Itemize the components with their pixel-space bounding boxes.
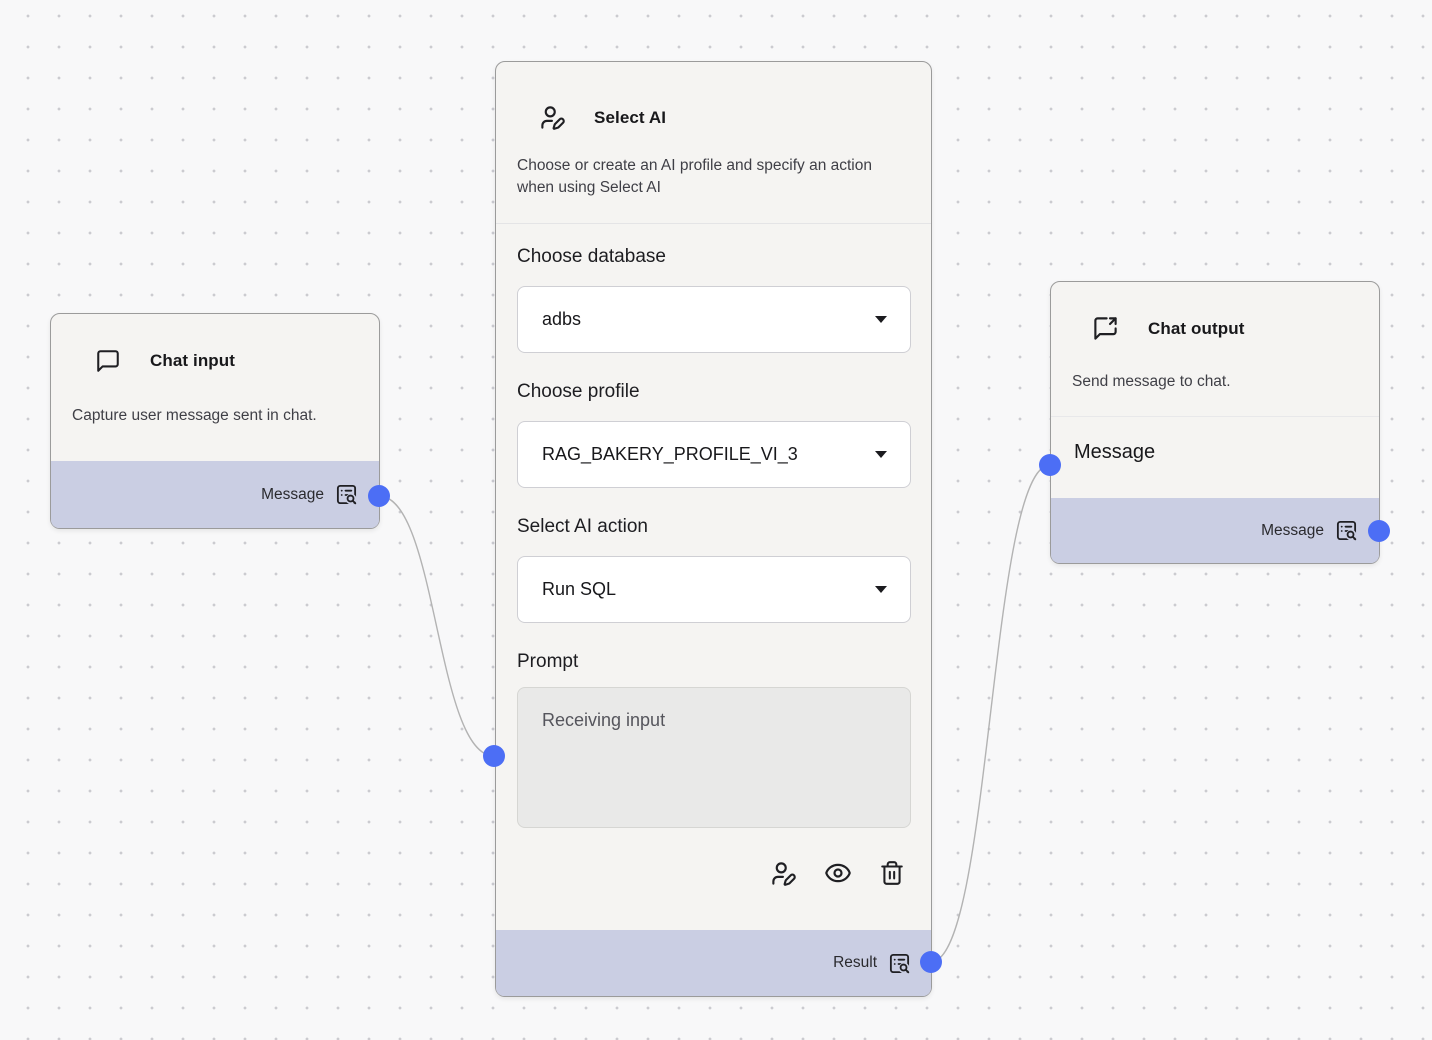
chat-input-node[interactable]: Chat input Capture user message sent in …	[50, 313, 380, 529]
chat-input-output-footer: Message	[51, 461, 379, 528]
list-search-icon[interactable]	[1335, 519, 1358, 542]
node-description: Send message to chat.	[1072, 373, 1231, 390]
output-port-label: Result	[833, 954, 877, 971]
profile-select[interactable]: RAG_BAKERY_PROFILE_VI_3	[517, 421, 911, 488]
message-input-row[interactable]: Message	[1051, 417, 1379, 487]
list-search-icon[interactable]	[888, 952, 911, 975]
action-select[interactable]: Run SQL	[517, 556, 911, 623]
trash-icon[interactable]	[879, 860, 905, 886]
chat-output-node[interactable]: Chat output Send message to chat. Messag…	[1050, 281, 1380, 564]
user-pen-icon	[539, 104, 566, 131]
database-select-value: adbs	[542, 309, 582, 329]
chevron-down-icon	[874, 450, 888, 459]
edge-chat-input-to-select-ai[interactable]	[378, 495, 495, 757]
message-square-share-icon	[1092, 315, 1119, 342]
node-description: Choose or create an AI profile and speci…	[517, 157, 872, 196]
select-ai-result-output-handle[interactable]	[920, 951, 942, 973]
chat-output-output-footer: Message	[1051, 498, 1379, 563]
input-port-label: Message	[1074, 440, 1156, 463]
divider	[496, 223, 931, 224]
node-title: Chat output	[1148, 318, 1245, 338]
select-ai-node[interactable]: Select AI Choose or create an AI profile…	[495, 61, 932, 997]
edge-select-ai-to-chat-output[interactable]	[930, 464, 1051, 963]
field-label-choose-profile: Choose profile	[517, 381, 640, 402]
database-select[interactable]: adbs	[517, 286, 911, 353]
action-select-value: Run SQL	[542, 579, 617, 599]
node-title: Chat input	[150, 351, 236, 370]
field-label-prompt: Prompt	[517, 651, 579, 672]
field-label-choose-database: Choose database	[517, 246, 666, 267]
chevron-down-icon	[874, 315, 888, 324]
chat-input-message-output-handle[interactable]	[368, 485, 390, 507]
message-square-icon	[95, 348, 121, 374]
divider	[1051, 416, 1379, 417]
chat-output-header: Chat output	[1051, 282, 1379, 342]
chat-output-message-output-handle[interactable]	[1368, 520, 1390, 542]
list-search-icon[interactable]	[335, 483, 358, 506]
output-port-label: Message	[261, 485, 324, 503]
prompt-textarea[interactable]	[517, 687, 911, 828]
field-label-select-ai-action: Select AI action	[517, 516, 648, 537]
chat-input-header: Chat input	[51, 314, 379, 374]
chat-output-message-input-handle[interactable]	[1039, 454, 1061, 476]
node-toolbar	[496, 833, 931, 887]
select-ai-output-footer: Result	[496, 930, 931, 996]
output-port-label: Message	[1261, 521, 1324, 539]
node-description: Capture user message sent in chat.	[72, 407, 317, 424]
chevron-down-icon	[874, 585, 888, 594]
select-ai-header: Select AI	[496, 62, 931, 131]
select-ai-prompt-input-handle[interactable]	[483, 745, 505, 767]
user-pen-icon[interactable]	[770, 860, 797, 887]
profile-select-value: RAG_BAKERY_PROFILE_VI_3	[542, 444, 798, 464]
eye-icon[interactable]	[824, 859, 852, 887]
node-title: Select AI	[594, 107, 667, 127]
